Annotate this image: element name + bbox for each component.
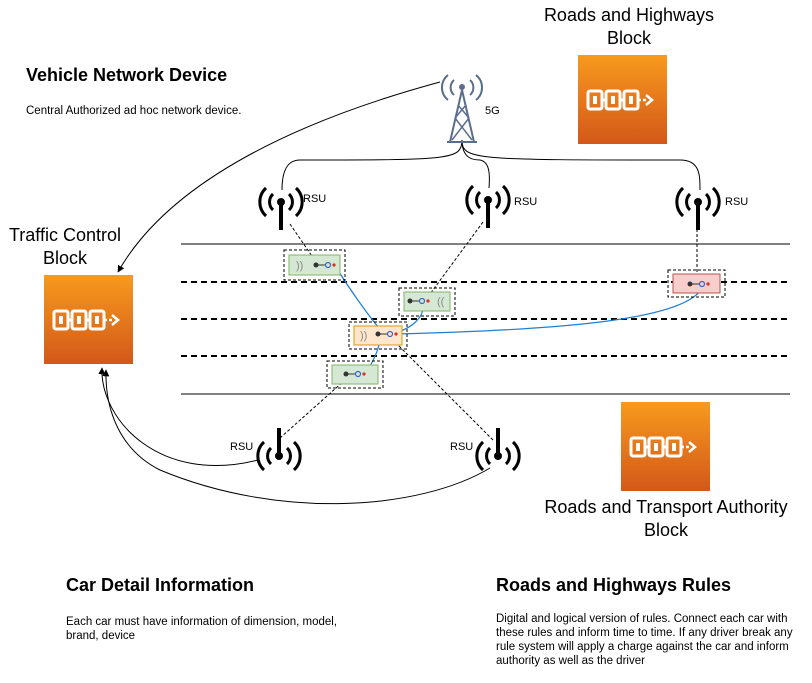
rsu-bottom-right-icon xyxy=(474,426,522,472)
v2v-link-3 xyxy=(394,285,704,335)
transport-authority-block-title: Roads and Transport Authority Block xyxy=(532,496,800,542)
v2v-link-1 xyxy=(333,263,385,335)
tower-link-left xyxy=(281,139,463,191)
tower-to-traffic-arrow xyxy=(117,81,441,273)
rsu-link-1 xyxy=(289,223,317,263)
rsu-link-5 xyxy=(394,341,494,441)
cell-tower-icon xyxy=(441,74,483,143)
roads-highways-block-title: Roads and Highways Block xyxy=(530,4,728,50)
roads-highways-block[interactable] xyxy=(578,55,667,144)
svg-text:)): )) xyxy=(296,260,303,272)
tower-link-middle xyxy=(461,139,490,189)
traffic-control-block-title: Traffic Control Block xyxy=(0,224,130,270)
svg-text:)): )) xyxy=(360,330,367,342)
rsu-label-bottom-right: RSU xyxy=(450,441,473,453)
rsu-top-right-icon xyxy=(674,186,722,232)
car-green-1[interactable]: )) xyxy=(283,249,346,281)
rsu-label-top-right: RSU xyxy=(725,196,748,208)
transport-authority-title-line1: Roads and Transport Authority xyxy=(544,497,788,517)
rsu-to-traffic-arrow-right xyxy=(102,369,491,505)
tower-label: 5G xyxy=(485,105,500,117)
rsu-label-bottom-left: RSU xyxy=(230,441,253,453)
rsu-label-top-middle: RSU xyxy=(514,196,537,208)
transport-authority-block[interactable] xyxy=(621,402,710,491)
rsu-top-left-icon xyxy=(257,186,305,232)
rsu-label-top-left: RSU xyxy=(303,193,326,205)
car-green-2[interactable]: (( xyxy=(398,287,456,317)
traffic-control-block[interactable] xyxy=(44,275,133,364)
rules-description: Digital and logical version of rules. Co… xyxy=(496,613,793,667)
car-detail-title: Car Detail Information xyxy=(66,575,255,595)
rsu-link-2 xyxy=(429,221,484,295)
rsu-top-middle-icon xyxy=(464,184,512,230)
traffic-control-title-line2: Block xyxy=(42,248,87,268)
roads-highways-title-line1: Roads and Highways xyxy=(543,5,715,25)
car-orange[interactable]: )) xyxy=(348,321,408,350)
rules-title: Roads and Highways Rules xyxy=(496,575,732,595)
car-green-3[interactable] xyxy=(326,360,384,389)
rsu-to-traffic-arrow-left xyxy=(98,367,259,466)
rsu-link-4 xyxy=(279,379,346,439)
traffic-control-title-line1: Traffic Control xyxy=(8,225,122,245)
vehicle-network-title: Vehicle Network Device xyxy=(26,65,228,85)
car-detail-description: Each car must have information of dimens… xyxy=(66,616,338,642)
transport-authority-title-line2: Block xyxy=(643,520,688,540)
tower-link-right xyxy=(461,139,701,191)
rsu-bottom-left-icon xyxy=(255,426,303,472)
car-red[interactable] xyxy=(667,269,726,298)
vehicle-network-description: Central Authorized ad hoc network device… xyxy=(26,105,242,117)
roads-highways-title-line2: Block xyxy=(606,28,651,48)
svg-text:((: (( xyxy=(437,296,445,308)
